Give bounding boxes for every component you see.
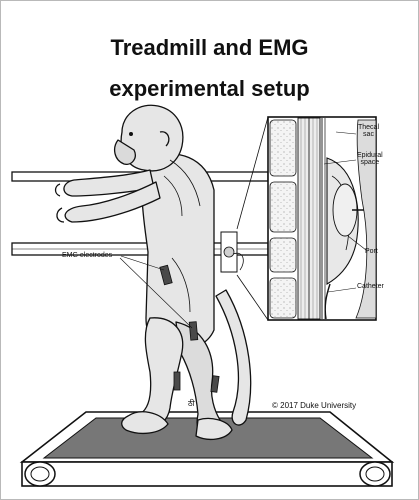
eye [129,132,133,136]
inset-spine-detail [221,117,376,320]
copyright-notice: © 2017 Duke University [272,402,356,410]
label-thecal-sac: Thecal sac [358,124,379,139]
label-catheter: Catheter [357,283,384,290]
electrode [189,322,198,341]
artist-signature: ठी [188,400,195,408]
figure-title-line1: Treadmill and EMG [0,37,419,59]
tail [216,290,251,425]
label-emg-electrodes: EMG electrodes [62,252,112,259]
label-port: Port [365,248,378,255]
treadmill-roller-left [25,462,55,486]
electrode [174,372,180,390]
treadmill-roller-right [360,462,390,486]
figure-title-line2: experimental setup [0,78,419,100]
label-epidural-space: Epidural space [357,152,383,167]
